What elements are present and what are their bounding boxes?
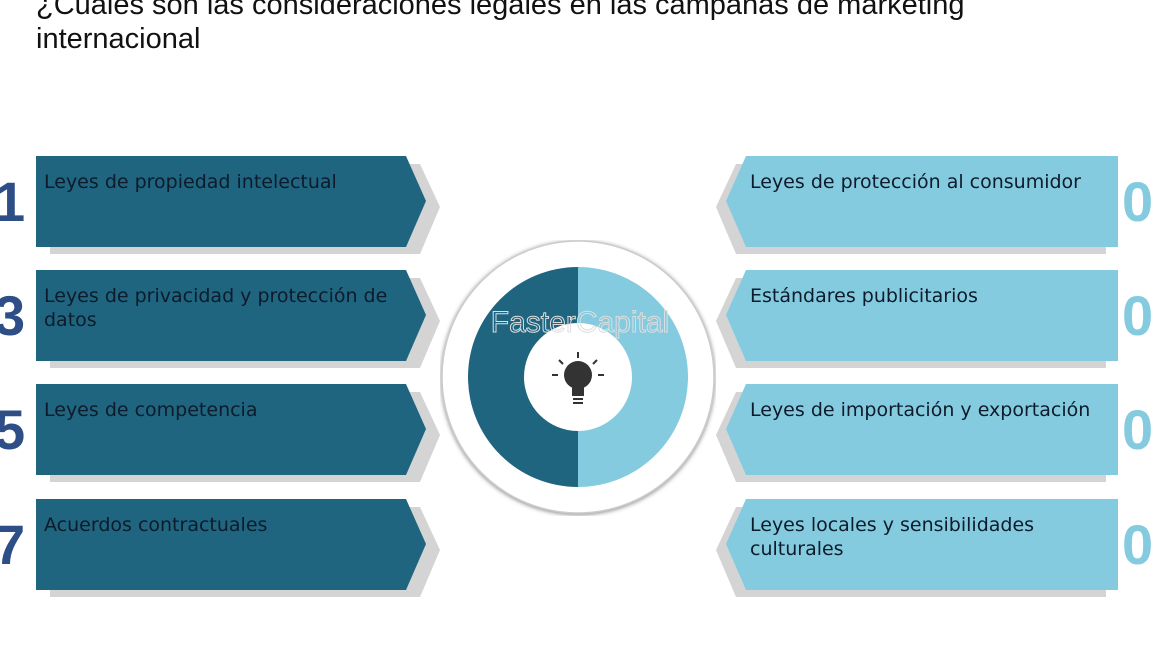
item-label: Leyes de competencia: [44, 399, 258, 421]
lightbulb-icon: [552, 352, 604, 404]
item-number: 7: [0, 513, 26, 576]
right-item: Leyes de importación y exportación: [716, 384, 1118, 482]
item-number: 3: [0, 284, 26, 347]
right-item: Leyes locales y sensibilidades culturale…: [716, 499, 1118, 597]
right-item: Leyes de protección al consumidor: [716, 156, 1118, 254]
left-item: Leyes de propiedad intelectual: [36, 156, 440, 254]
watermark: FasterCapital: [491, 306, 669, 339]
page-title: ¿Cuáles son las consideraciones legales …: [36, 0, 965, 55]
item-label: Leyes locales y sensibilidades culturale…: [750, 514, 1035, 560]
item-label: Leyes de protección al consumidor: [750, 171, 1081, 193]
item-number: 0: [1122, 513, 1152, 576]
left-item: Acuerdos contractuales: [36, 499, 440, 597]
left-item: Leyes de privacidad y protección de dato…: [36, 270, 440, 368]
item-label: Leyes de importación y exportación: [750, 399, 1091, 421]
item-label: Leyes de privacidad y protección de dato…: [44, 285, 388, 331]
item-number: 5: [0, 398, 26, 461]
item-label: Estándares publicitarios: [750, 285, 978, 307]
item-label: Acuerdos contractuales: [44, 514, 268, 536]
item-number: 0: [1122, 398, 1152, 461]
item-number: 0: [1122, 284, 1152, 347]
item-number: 0: [1122, 170, 1152, 233]
left-item: Leyes de competencia: [36, 384, 440, 482]
center-donut: FasterCapital: [440, 240, 716, 520]
item-number: 1: [0, 170, 26, 233]
right-item: Estándares publicitarios: [716, 270, 1118, 368]
item-label: Leyes de propiedad intelectual: [44, 171, 337, 193]
